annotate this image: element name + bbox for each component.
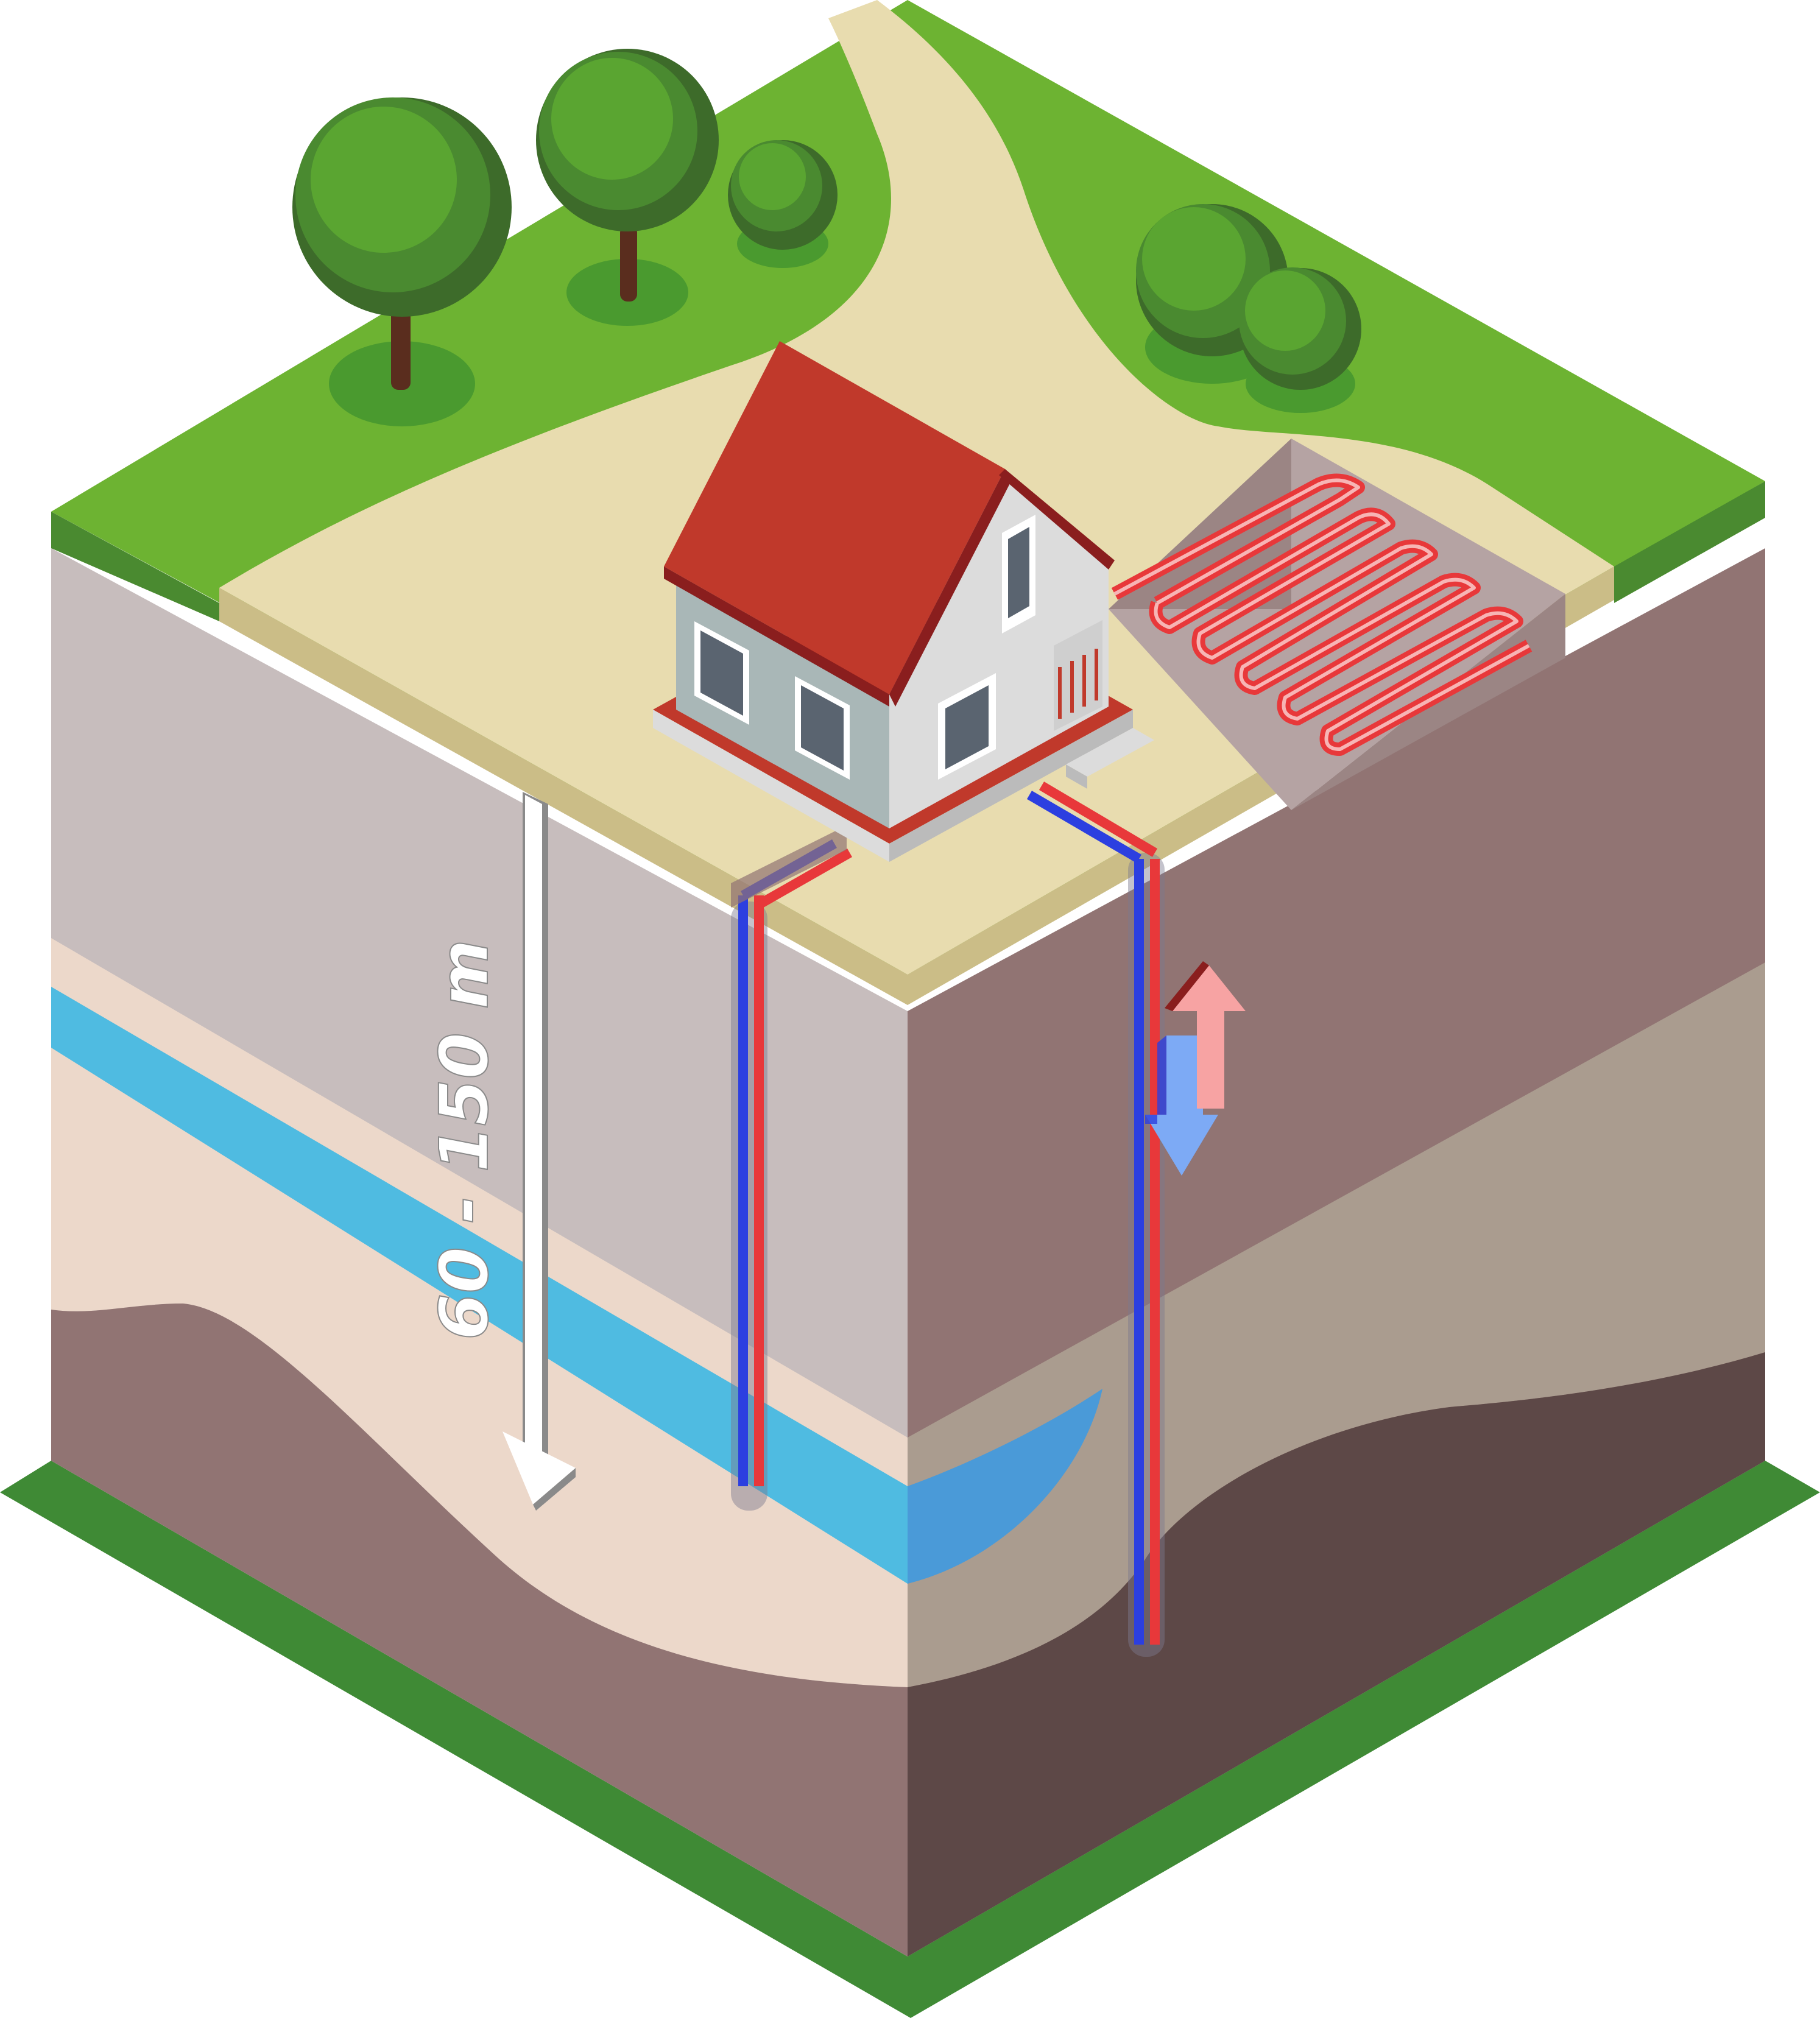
heat-pump-unit	[1066, 728, 1154, 789]
bush-right-large	[1136, 204, 1288, 384]
window-left-2	[795, 676, 850, 780]
bush-small-center	[728, 140, 838, 268]
depth-arrow-icon	[503, 792, 576, 1511]
depth-label: 60 - 150 m	[425, 939, 503, 1340]
up-down-arrows-icon	[1145, 961, 1246, 1176]
horizontal-ground-loop	[1109, 439, 1565, 810]
tree-large-left	[292, 97, 512, 426]
house	[653, 341, 1154, 862]
bush-right-small	[1239, 267, 1361, 413]
window-right-lower	[938, 673, 996, 780]
balcony	[1054, 620, 1102, 731]
right-face-soil-section	[908, 548, 1765, 1956]
vertical-borehole-left	[731, 825, 852, 1511]
left-face-soil-section	[51, 548, 908, 1956]
tree-medium-center	[536, 49, 719, 326]
trees-group	[292, 49, 1361, 426]
vertical-borehole-right	[1026, 781, 1165, 1657]
window-right-upper	[1002, 515, 1035, 633]
window-left-1	[694, 621, 749, 725]
